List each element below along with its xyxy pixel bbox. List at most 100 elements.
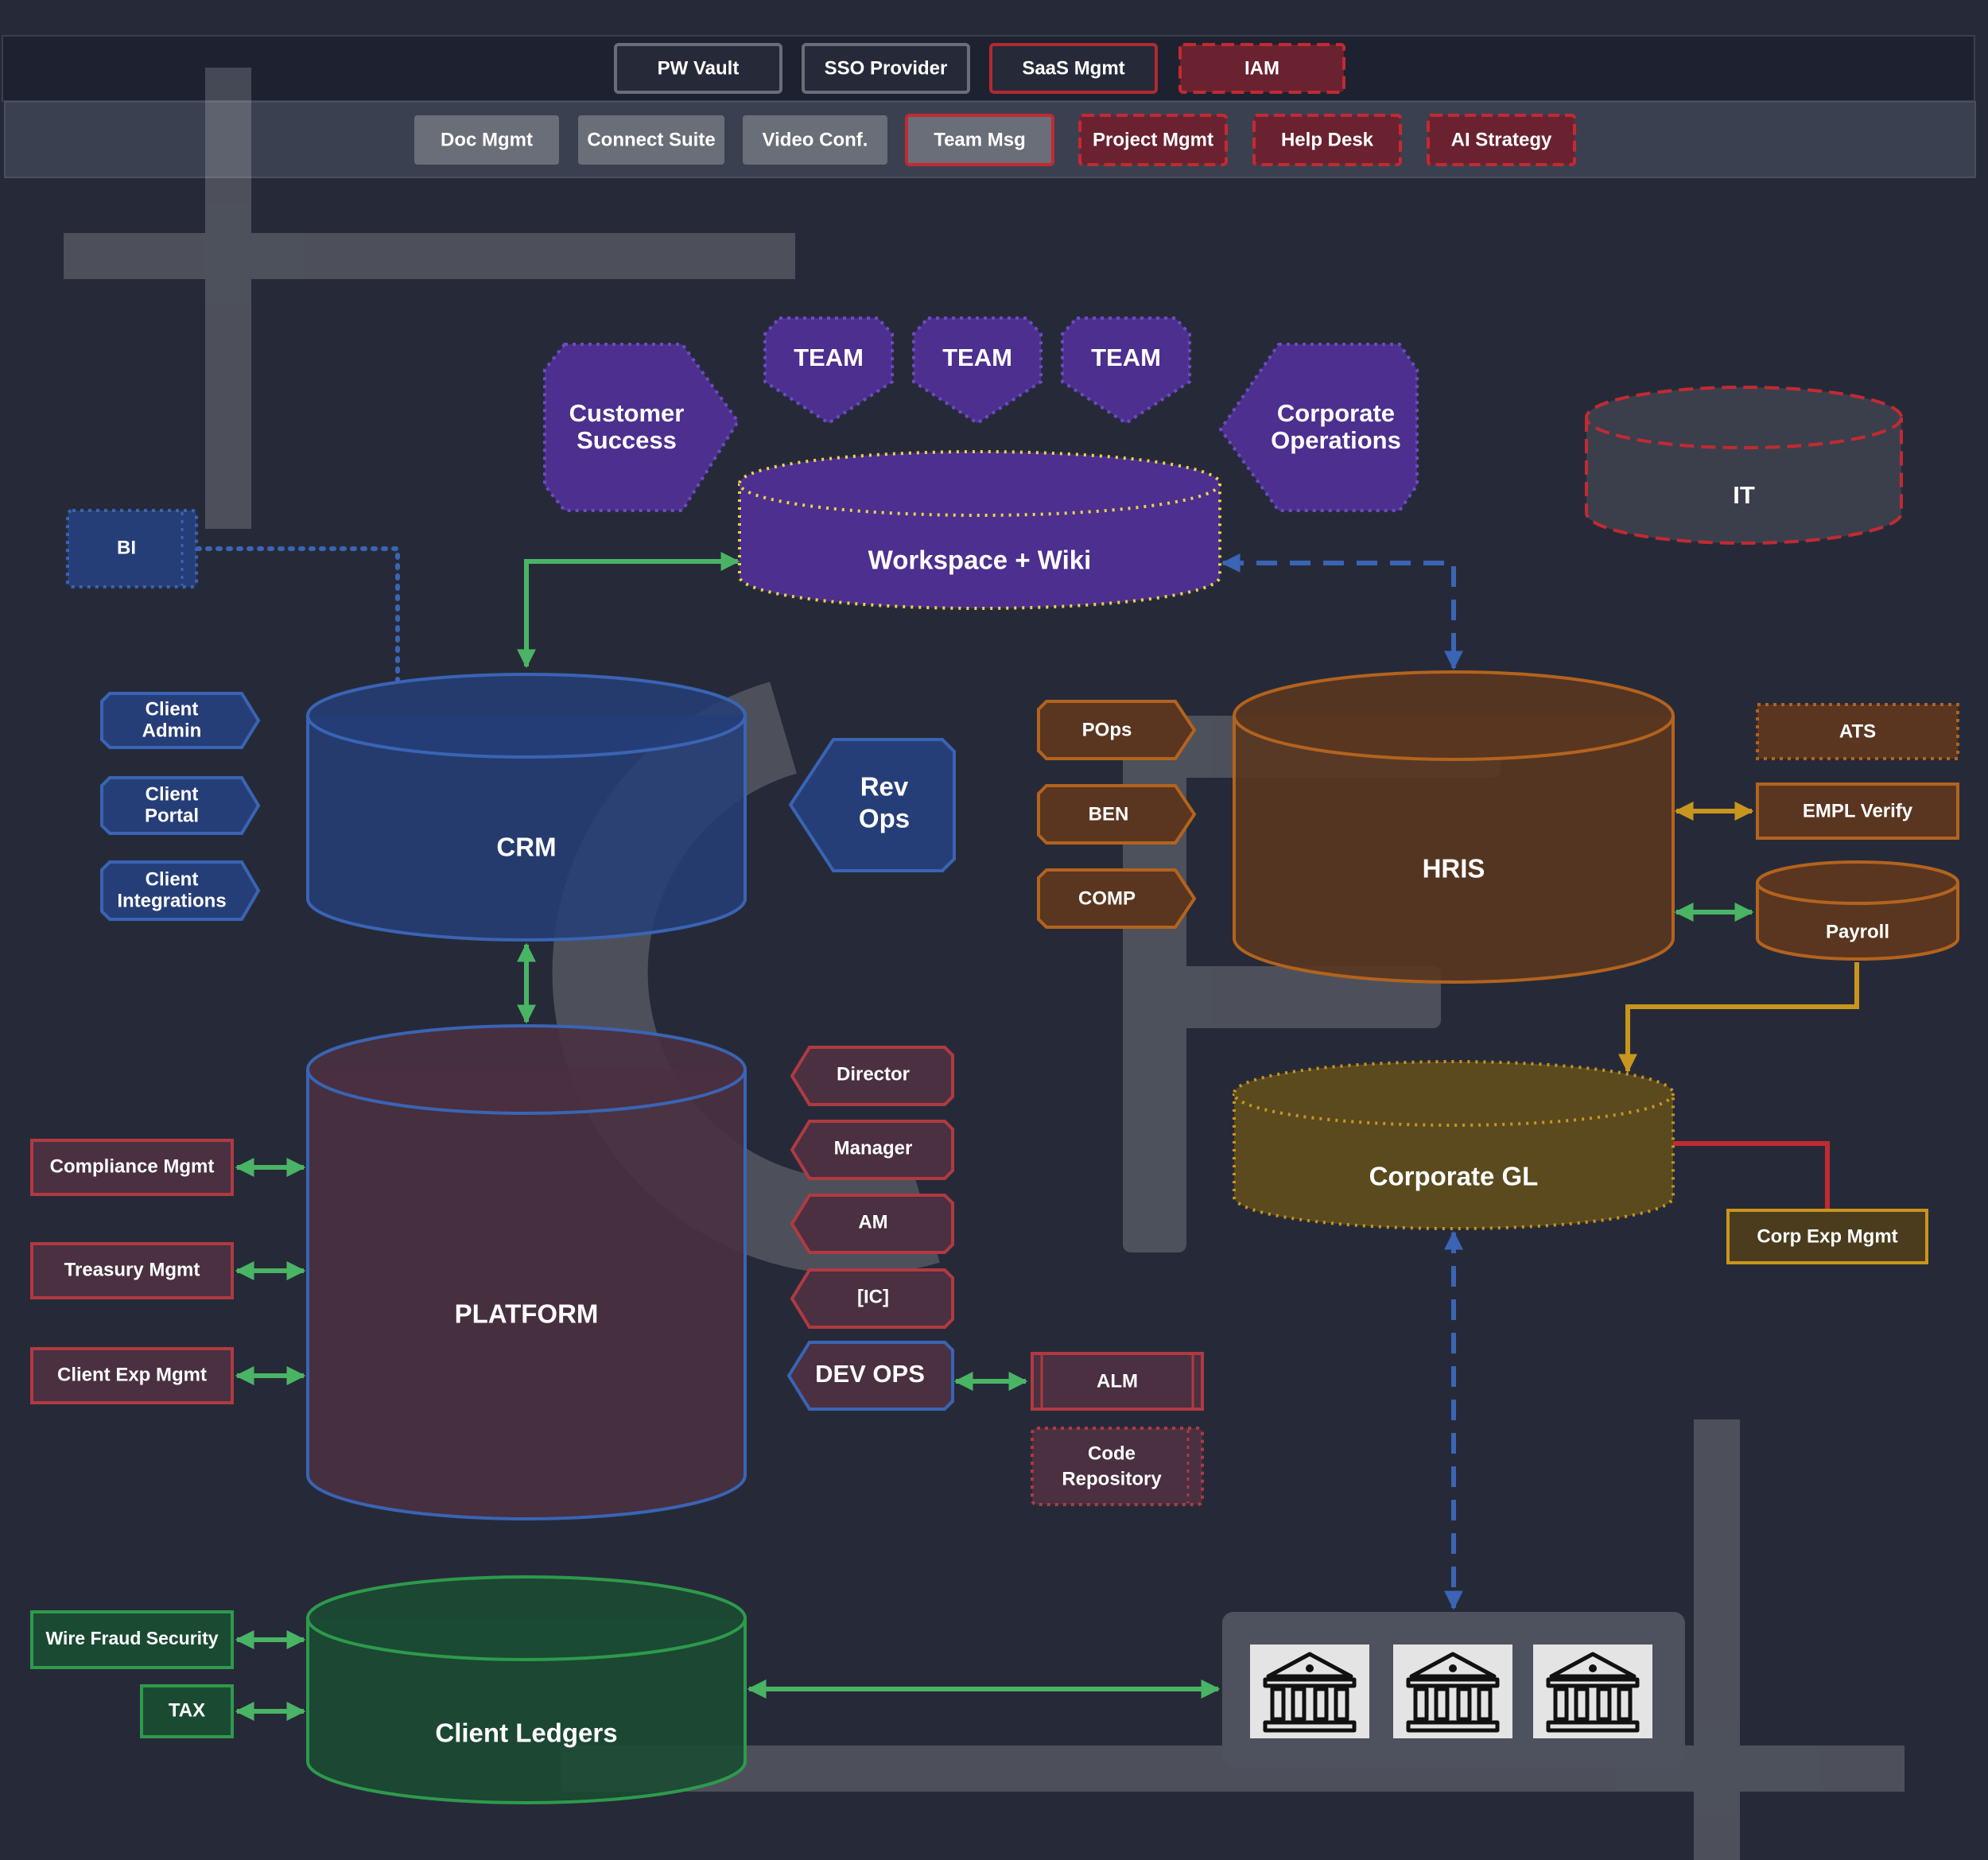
video-conf-label: Video Conf. (763, 129, 868, 150)
team-node-2[interactable]: TEAM (912, 316, 1043, 425)
iam-button[interactable]: IAM (1178, 43, 1345, 94)
pops-label: POps (1082, 719, 1132, 740)
am-label: AM (858, 1211, 887, 1233)
bank-icon (1250, 1644, 1369, 1738)
hris-label: HRIS (1423, 854, 1485, 883)
video-conf-button[interactable]: Video Conf. (743, 115, 887, 165)
crm-cylinder[interactable]: CRM (306, 673, 747, 942)
bi-node[interactable]: BI (66, 509, 198, 588)
client-admin-line1: Client (146, 698, 199, 720)
client-portal-tag[interactable]: Client Portal (100, 776, 261, 835)
compliance-mgmt-node[interactable]: Compliance Mgmt (30, 1139, 234, 1196)
corp-exp-mgmt-label: Corp Exp Mgmt (1757, 1225, 1897, 1247)
alm-label: ALM (1097, 1370, 1138, 1392)
platform-cylinder[interactable]: PLATFORM (306, 1024, 747, 1520)
hris-cylinder[interactable]: HRIS (1233, 670, 1675, 984)
project-mgmt-label: Project Mgmt (1093, 129, 1213, 150)
saas-mgmt-label: SaaS Mgmt (1022, 57, 1124, 79)
saas-mgmt-button[interactable]: SaaS Mgmt (989, 43, 1158, 94)
team-msg-button[interactable]: Team Msg (905, 114, 1054, 166)
empl-verify-node[interactable]: EMPL Verify (1756, 782, 1959, 840)
code-repo-line2: Repository (1062, 1468, 1162, 1489)
director-label: Director (837, 1063, 910, 1085)
ai-strategy-label: AI Strategy (1451, 129, 1552, 150)
connect-suite-button[interactable]: Connect Suite (578, 115, 724, 165)
rev-ops-node[interactable]: Rev Ops (788, 738, 956, 872)
treasury-mgmt-label: Treasury Mgmt (64, 1259, 200, 1280)
team-node-1[interactable]: TEAM (763, 316, 894, 425)
iam-label: IAM (1244, 57, 1279, 79)
ben-tag[interactable]: BEN (1037, 784, 1197, 845)
am-role[interactable]: AM (790, 1194, 954, 1254)
code-repository-node[interactable]: Code Repository (1031, 1427, 1204, 1506)
bi-connector (195, 546, 400, 682)
corporate-gl-cylinder[interactable]: Corporate GL (1233, 1060, 1675, 1230)
customer-success-line2: Success (577, 426, 677, 454)
team-label-2: TEAM (942, 344, 1012, 371)
client-exp-mgmt-node[interactable]: Client Exp Mgmt (30, 1347, 234, 1404)
wire-fraud-label: Wire Fraud Security (45, 1628, 218, 1648)
ben-label: BEN (1089, 803, 1129, 825)
client-ledgers-cylinder[interactable]: Client Ledgers (306, 1575, 747, 1804)
connect-suite-label: Connect Suite (587, 129, 715, 150)
pw-vault-label: PW Vault (658, 57, 740, 79)
corporate-ops-line1: Corporate (1277, 399, 1395, 427)
client-admin-tag[interactable]: Client Admin (100, 692, 261, 749)
corporate-operations-node[interactable]: Corporate Operations (1218, 343, 1419, 512)
ic-role[interactable]: [IC] (790, 1268, 954, 1329)
crm-workspace-arrow (517, 552, 740, 669)
doc-mgmt-label: Doc Mgmt (441, 129, 533, 150)
director-role[interactable]: Director (790, 1046, 954, 1106)
client-integrations-tag[interactable]: Client Integrations (100, 860, 261, 921)
manager-label: Manager (834, 1137, 913, 1159)
alm-node[interactable]: ALM (1031, 1352, 1204, 1411)
sso-provider-label: SSO Provider (825, 57, 948, 79)
rev-ops-line1: Rev (860, 772, 909, 802)
client-exp-mgmt-label: Client Exp Mgmt (57, 1364, 207, 1385)
workspace-wiki-cylinder[interactable]: Workspace + Wiki (738, 450, 1221, 610)
team-label-1: TEAM (794, 344, 864, 371)
payroll-label: Payroll (1826, 921, 1889, 942)
code-repo-line1: Code (1088, 1443, 1136, 1464)
help-desk-label: Help Desk (1281, 129, 1374, 150)
tax-label: TAX (169, 1699, 205, 1721)
customer-success-node[interactable]: Customer Success (543, 343, 740, 512)
corp-exp-mgmt-node[interactable]: Corp Exp Mgmt (1726, 1209, 1928, 1264)
team-node-3[interactable]: TEAM (1061, 316, 1191, 425)
client-ledgers-label: Client Ledgers (435, 1718, 617, 1748)
client-portal-line2: Portal (145, 805, 199, 826)
project-mgmt-button[interactable]: Project Mgmt (1078, 114, 1228, 166)
comp-tag[interactable]: COMP (1037, 868, 1197, 929)
client-integrations-line2: Integrations (117, 890, 226, 911)
wire-fraud-security-node[interactable]: Wire Fraud Security (30, 1610, 234, 1669)
corporate-gl-label: Corporate GL (1369, 1162, 1539, 1191)
ai-strategy-button[interactable]: AI Strategy (1427, 114, 1576, 166)
it-cylinder[interactable]: IT (1585, 386, 1903, 545)
treasury-mgmt-node[interactable]: Treasury Mgmt (30, 1242, 234, 1299)
help-desk-button[interactable]: Help Desk (1252, 114, 1402, 166)
rev-ops-line2: Ops (859, 804, 910, 833)
dev-ops-node[interactable]: DEV OPS (786, 1341, 954, 1411)
corporate-ops-line2: Operations (1271, 426, 1401, 454)
pops-tag[interactable]: POps (1037, 700, 1197, 760)
sso-provider-button[interactable]: SSO Provider (802, 43, 970, 94)
ats-node[interactable]: ATS (1756, 703, 1959, 760)
bank-icon (1533, 1644, 1652, 1738)
compliance-mgmt-label: Compliance Mgmt (50, 1155, 215, 1177)
pw-vault-button[interactable]: PW Vault (614, 43, 782, 94)
manager-role[interactable]: Manager (790, 1120, 954, 1180)
crm-label: CRM (496, 833, 556, 862)
doc-mgmt-button[interactable]: Doc Mgmt (414, 115, 559, 165)
ats-label: ATS (1839, 720, 1876, 742)
workspace-hris-arrow (1221, 553, 1463, 670)
platform-label: PLATFORM (455, 1299, 599, 1329)
bi-label: BI (117, 537, 136, 558)
tax-node[interactable]: TAX (140, 1684, 234, 1738)
bank-icon (1393, 1644, 1512, 1738)
workspace-wiki-label: Workspace + Wiki (868, 546, 1092, 575)
payroll-cylinder[interactable]: Payroll (1756, 860, 1959, 961)
client-admin-line2: Admin (142, 720, 202, 741)
team-label-3: TEAM (1091, 344, 1161, 371)
dev-ops-label: DEV OPS (815, 1360, 925, 1388)
it-label: IT (1733, 481, 1755, 509)
